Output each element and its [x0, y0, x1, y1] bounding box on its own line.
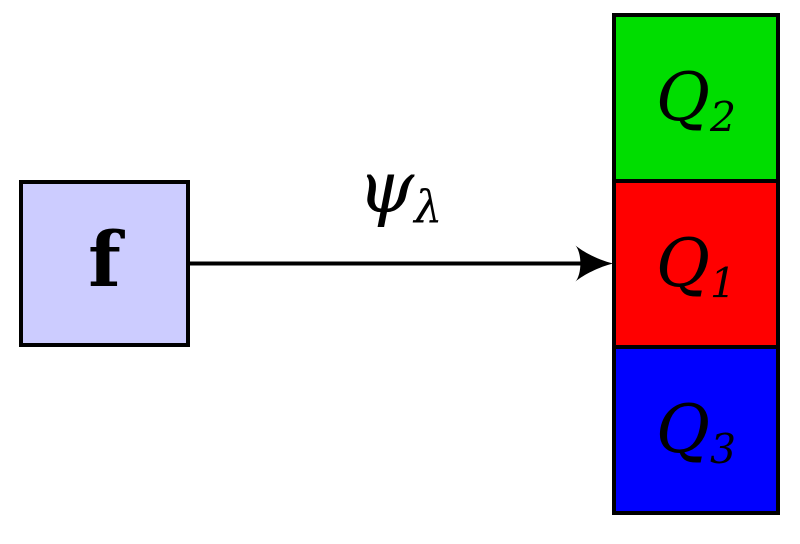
input-box-label: f [88, 214, 121, 304]
q3-subscript: 3 [710, 425, 737, 474]
psi-symbol: ψ [357, 145, 415, 229]
arrow-label: ψλ [330, 145, 470, 229]
output-box-q3-label: Q3 [656, 397, 736, 470]
arrow-head-icon [575, 245, 613, 282]
q1-symbol: Q [655, 225, 711, 302]
output-column: Q2 Q1 Q3 [612, 13, 780, 515]
q2-subscript: 2 [710, 93, 737, 142]
output-box-q1: Q1 [616, 179, 776, 345]
input-box-f: f [19, 180, 190, 347]
lambda-subscript: λ [414, 180, 443, 233]
output-box-q3: Q3 [616, 345, 776, 511]
output-box-q2: Q2 [616, 17, 776, 179]
q1-subscript: 1 [710, 259, 737, 308]
output-box-q2-label: Q2 [656, 65, 736, 138]
q2-symbol: Q [655, 59, 711, 136]
output-box-q1-label: Q1 [656, 231, 736, 304]
q3-symbol: Q [655, 391, 711, 468]
